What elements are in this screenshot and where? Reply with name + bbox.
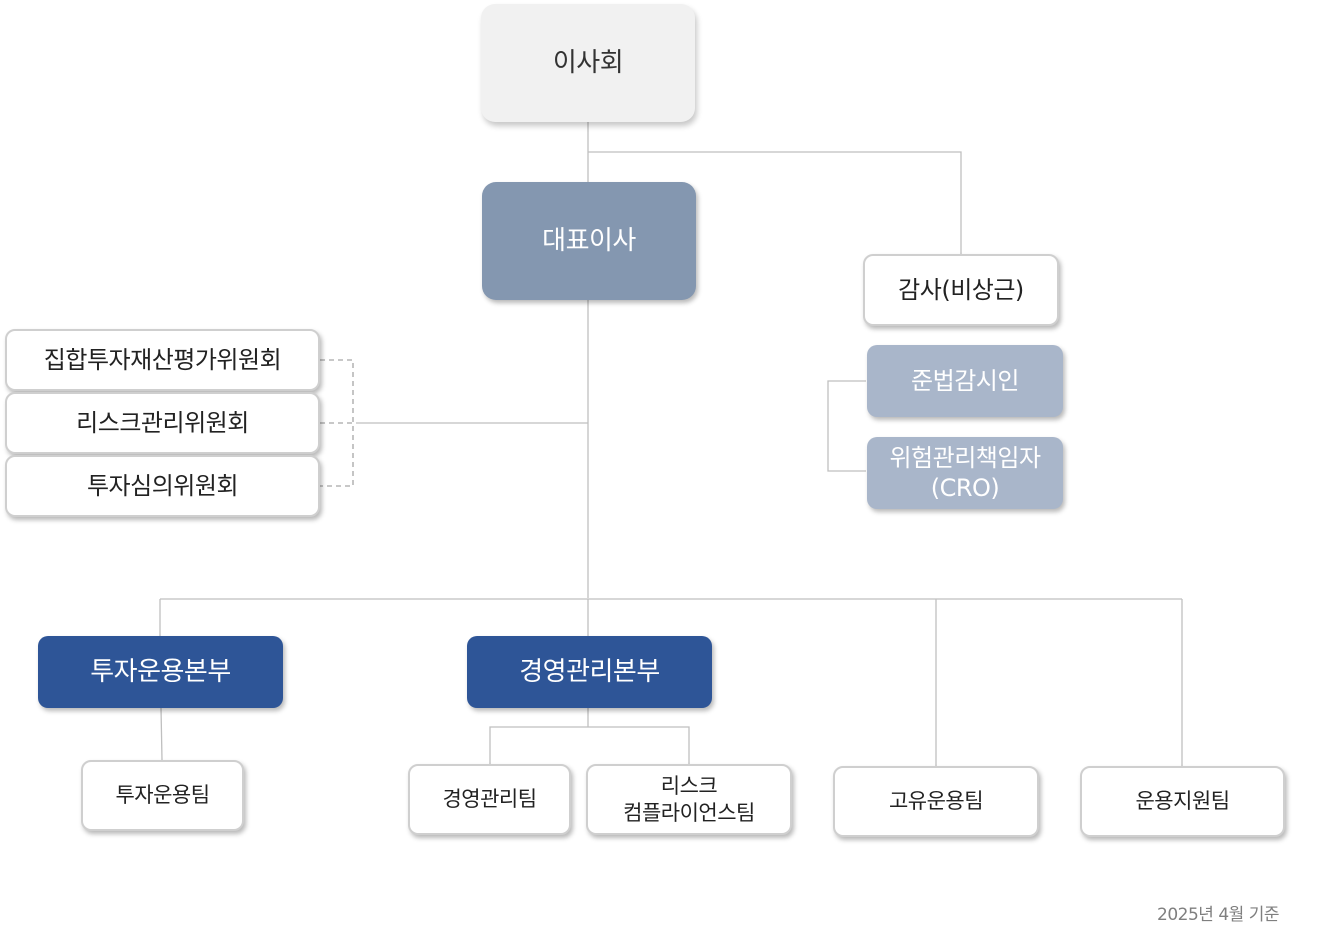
committee-investment-box: 투자심의위원회 bbox=[5, 455, 320, 517]
team-risk-compliance-line2: 컴플라이언스팀 bbox=[623, 800, 755, 825]
team-investment-ops-box: 투자운용팀 bbox=[81, 760, 244, 831]
committee-risk-label: 리스크관리위원회 bbox=[76, 409, 249, 437]
ceo-label: 대표이사 bbox=[542, 225, 636, 256]
compliance-officer-label: 준법감시인 bbox=[911, 367, 1019, 395]
division-management-label: 경영관리본부 bbox=[519, 656, 660, 687]
as-of-date-note: 2025년 4월 기준 bbox=[1157, 905, 1279, 925]
cro-box: 위험관리책임자 (CRO) bbox=[867, 437, 1063, 509]
division-investment-label: 투자운용본부 bbox=[90, 656, 231, 687]
team-proprietary-label: 고유운용팀 bbox=[888, 789, 984, 814]
committee-risk-box: 리스크관리위원회 bbox=[5, 392, 320, 454]
division-management-box: 경영관리본부 bbox=[467, 636, 712, 708]
team-risk-compliance-box: 리스크 컴플라이언스팀 bbox=[586, 764, 792, 835]
division-investment-box: 투자운용본부 bbox=[38, 636, 283, 708]
committee-investment-label: 투자심의위원회 bbox=[86, 472, 239, 500]
team-risk-compliance-line1: 리스크 bbox=[660, 774, 718, 799]
cro-label-line1: 위험관리책임자 bbox=[889, 444, 1041, 472]
committee-valuation-label: 집합투자재산평가위원회 bbox=[43, 346, 282, 374]
auditor-box: 감사(비상근) bbox=[863, 254, 1059, 326]
board-label: 이사회 bbox=[552, 47, 624, 78]
team-management-box: 경영관리팀 bbox=[408, 764, 571, 835]
ceo-box: 대표이사 bbox=[482, 182, 696, 300]
auditor-label: 감사(비상근) bbox=[898, 276, 1024, 304]
team-proprietary-box: 고유운용팀 bbox=[833, 766, 1039, 837]
compliance-officer-box: 준법감시인 bbox=[867, 345, 1063, 417]
team-ops-support-box: 운용지원팀 bbox=[1080, 766, 1285, 837]
cro-label-line2: (CRO) bbox=[930, 474, 1000, 502]
team-investment-ops-label: 투자운용팀 bbox=[115, 783, 210, 808]
committee-valuation-box: 집합투자재산평가위원회 bbox=[5, 329, 320, 391]
team-management-label: 경영관리팀 bbox=[442, 787, 537, 812]
team-ops-support-label: 운용지원팀 bbox=[1135, 789, 1230, 814]
board-of-directors-box: 이사회 bbox=[481, 4, 695, 122]
